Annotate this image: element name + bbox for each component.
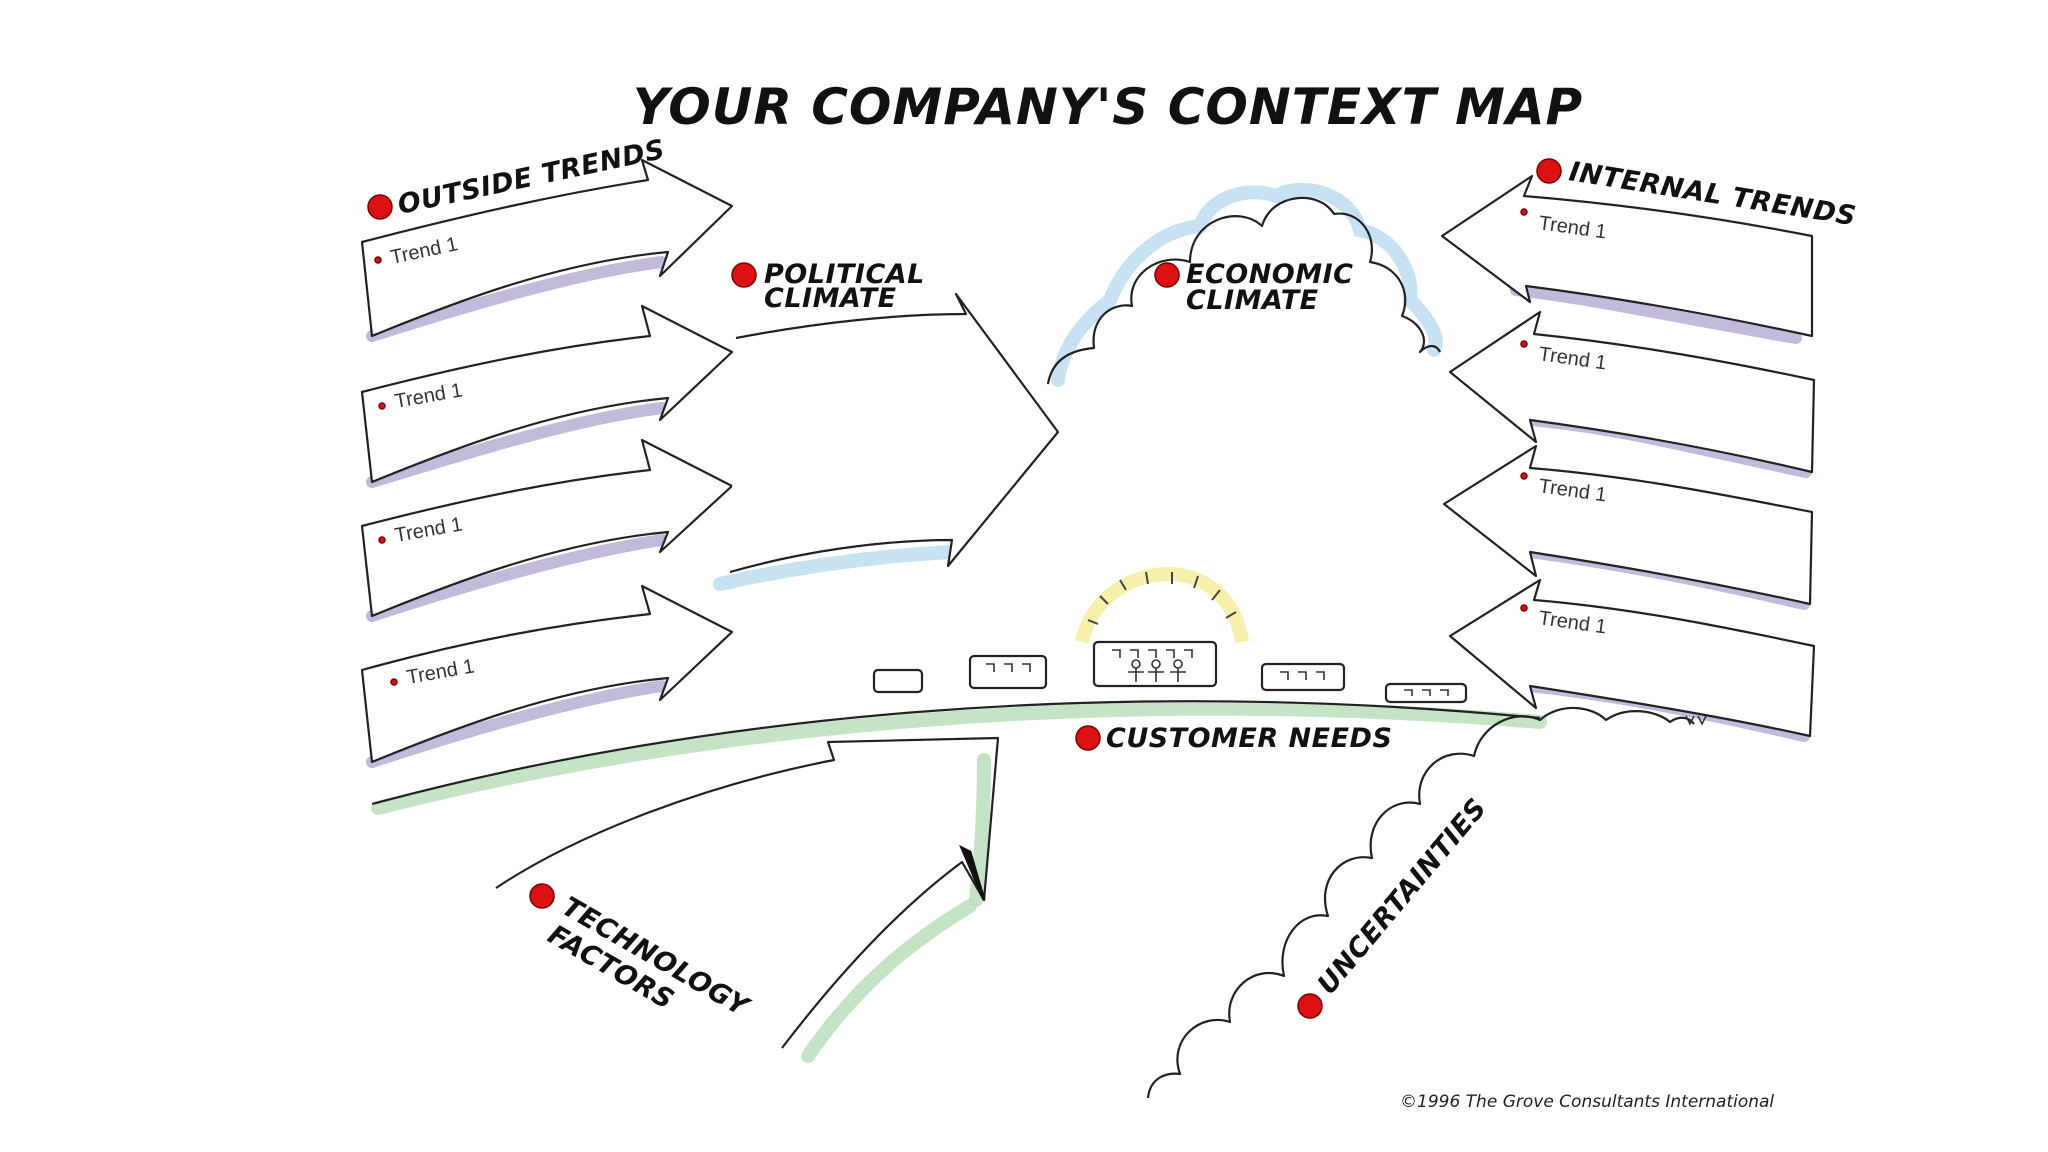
internal-trend-arrow-2: Trend 1 xyxy=(1448,310,1816,478)
page-title: YOUR COMPANY'S CONTEXT MAP xyxy=(633,78,1583,136)
customer-needs-label: CUSTOMER NEEDS xyxy=(1106,723,1392,754)
outside-trend-arrow-2: Trend 1 xyxy=(360,304,734,488)
internal-trend-arrow-3: Trend 1 xyxy=(1442,444,1814,610)
outside-trend-arrow-4: Trend 1 xyxy=(360,584,734,768)
economic-climate-label-1: ECONOMIC xyxy=(1186,259,1354,290)
internal-trends-group: Trend 1 Trend 1 Trend 1 Trend 1 INTERNAL… xyxy=(1440,156,1858,742)
political-climate-label-2: CLIMATE xyxy=(764,283,897,314)
outside-trends-marker xyxy=(367,194,393,220)
outside-trend-arrow-3: Trend 1 xyxy=(360,438,734,622)
sun-glow xyxy=(1075,566,1249,644)
political-climate-group: POLITICAL CLIMATE xyxy=(713,259,1060,591)
economic-climate-marker xyxy=(1154,262,1180,288)
internal-trend-arrow-1: Trend 1 xyxy=(1440,174,1814,344)
political-climate-label-1: POLITICAL xyxy=(764,259,925,290)
outside-trends-group: Trend 1 Trend 1 Trend 1 Trend 1 OUTSIDE … xyxy=(360,134,734,768)
uncertainties-marker xyxy=(1297,993,1323,1019)
economic-climate-group: ECONOMIC CLIMATE xyxy=(1046,182,1443,387)
uncertainties-label: UNCERTAINTIES xyxy=(1312,793,1493,1001)
company-buildings xyxy=(872,566,1468,704)
copyright-text: ©1996 The Grove Consultants Internationa… xyxy=(1400,1092,1774,1112)
technology-factors-group: TECHNOLOGY FACTORS xyxy=(495,736,1000,1063)
uncertainties-group: UNCERTAINTIES xyxy=(1146,706,1707,1099)
customer-needs-marker xyxy=(1075,725,1101,751)
earth-horizon xyxy=(371,700,1547,815)
internal-trend-arrow-4: Trend 1 xyxy=(1448,578,1816,742)
economic-climate-label-2: CLIMATE xyxy=(1186,285,1319,316)
technology-factors-marker xyxy=(529,883,555,909)
political-climate-marker xyxy=(731,262,757,288)
outside-trend-arrow-1: Trend 1 xyxy=(360,158,734,342)
internal-trends-marker xyxy=(1536,158,1562,184)
